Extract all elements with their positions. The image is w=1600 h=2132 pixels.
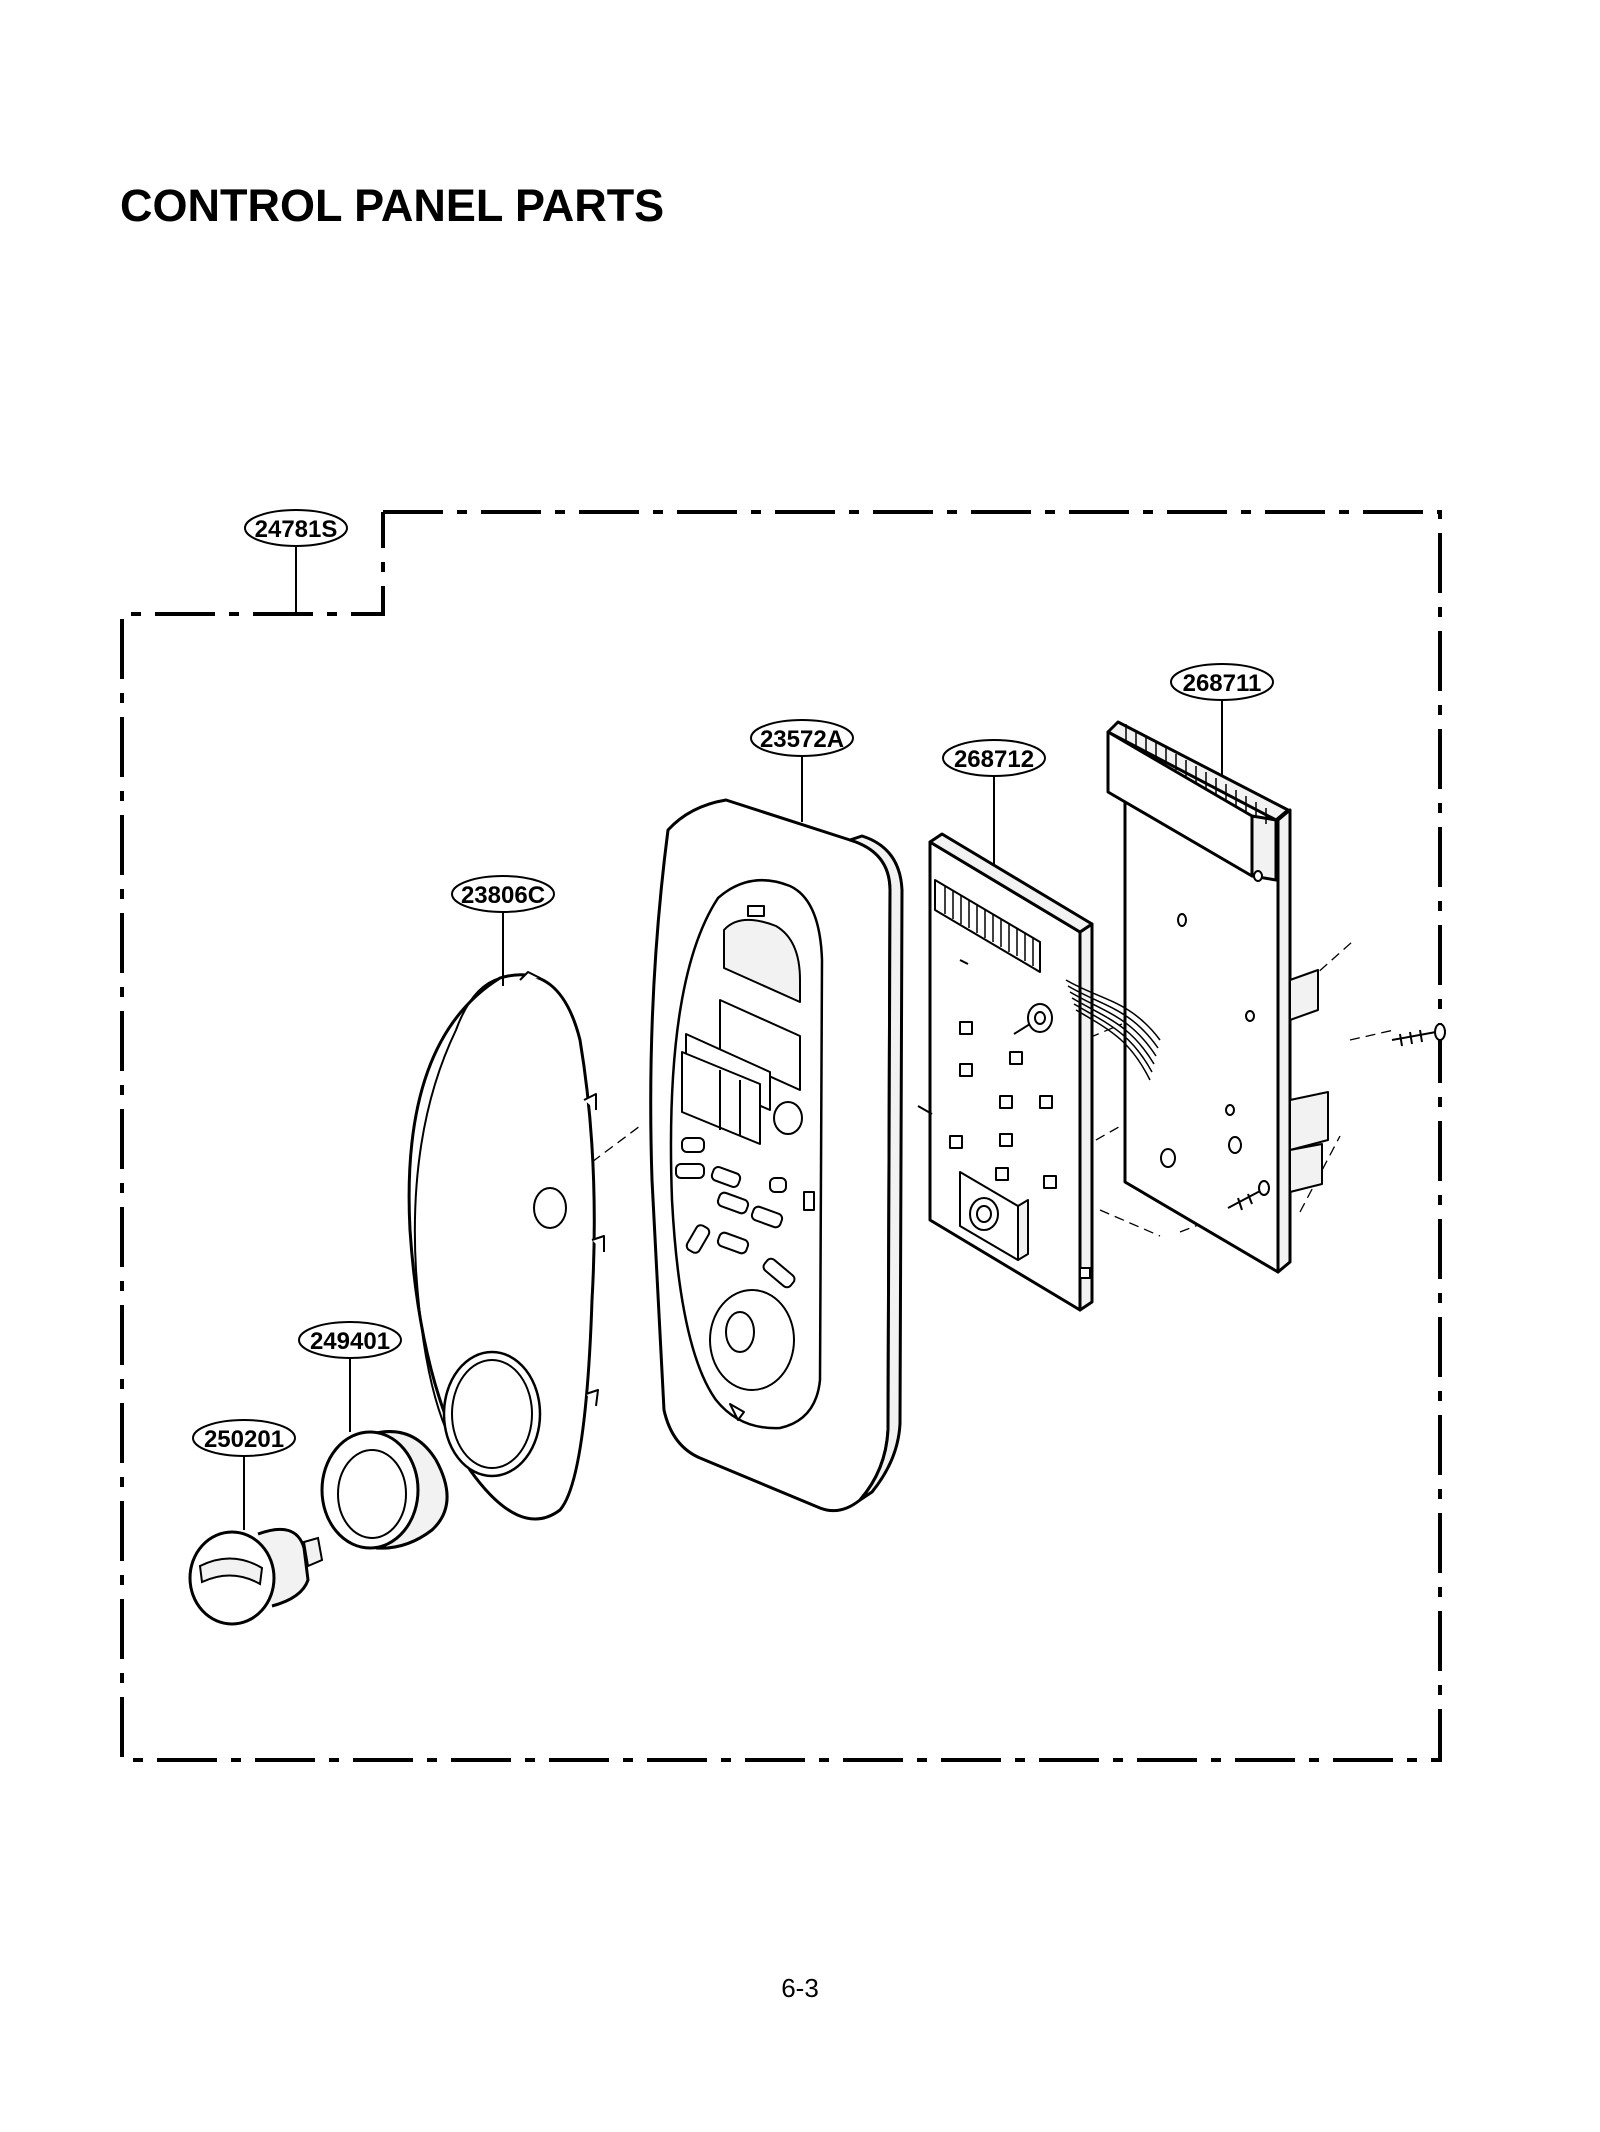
svg-text:268712: 268712 xyxy=(954,746,1034,773)
svg-text:268711: 268711 xyxy=(1183,670,1262,697)
callout-268711: 268711 xyxy=(1170,663,1274,701)
knob-part xyxy=(188,1527,324,1626)
callout-249401: 249401 xyxy=(298,1321,402,1359)
sub-pcb-part xyxy=(917,832,1161,1312)
tact-switches xyxy=(949,1021,1091,1279)
screw-bottom xyxy=(1227,1180,1270,1211)
svg-text:23572A: 23572A xyxy=(760,726,844,753)
ribbon-cable xyxy=(1065,979,1161,1081)
callout-23572a: 23572A xyxy=(750,719,854,757)
rotary-encoder xyxy=(959,1171,1029,1261)
sub-pcb-header-pins xyxy=(944,886,1034,966)
callout-24781s: 24781S xyxy=(244,509,348,547)
main-pcb-header-pins xyxy=(1125,724,1267,824)
panel-frame-part xyxy=(649,798,904,1513)
callout-leaders xyxy=(243,546,1223,1530)
screw-right xyxy=(1391,1023,1446,1047)
page-number: 6-3 xyxy=(781,1973,819,2003)
svg-text:250201: 250201 xyxy=(204,1426,284,1453)
window-sheet-part xyxy=(407,971,605,1521)
svg-text:24781S: 24781S xyxy=(255,516,338,543)
knob-ring-part xyxy=(320,1430,449,1550)
callout-23806c: 23806C xyxy=(451,875,555,913)
callout-268712: 268712 xyxy=(942,739,1046,777)
window-sheet-tabs xyxy=(519,971,605,1407)
potentiometer xyxy=(1013,1003,1053,1035)
assembly-boundary xyxy=(120,510,1442,1762)
frame-button-slots xyxy=(675,905,815,1289)
page-title: CONTROL PANEL PARTS xyxy=(120,180,665,231)
callout-250201: 250201 xyxy=(192,1419,296,1457)
svg-text:23806C: 23806C xyxy=(461,882,545,909)
main-pcb-part xyxy=(1106,720,1446,1274)
svg-text:249401: 249401 xyxy=(310,1328,390,1355)
